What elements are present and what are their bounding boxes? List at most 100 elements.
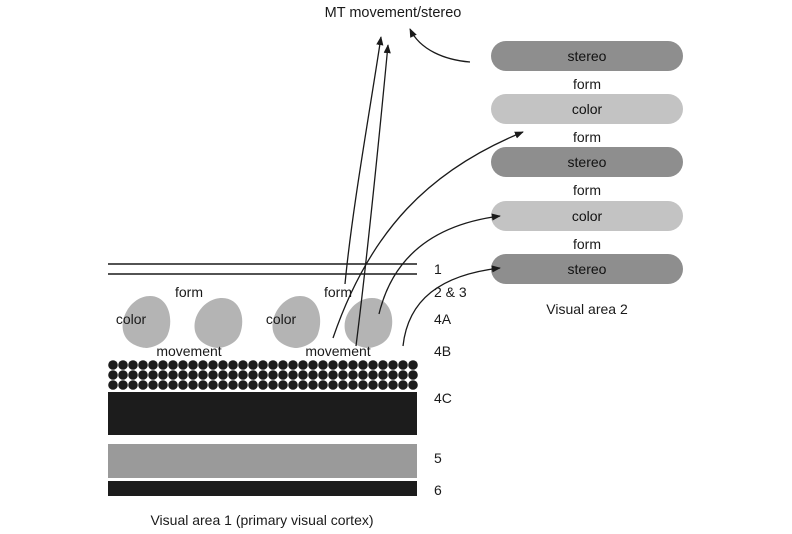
layer-4b-dot: [228, 370, 238, 380]
form-label: form: [324, 284, 352, 300]
layer-4b-dot: [388, 370, 398, 380]
layer-4b-dots: [108, 360, 418, 390]
layer-4b-dot: [348, 380, 358, 390]
layer-4b-dot: [378, 370, 388, 380]
v2-stripe-label: color: [572, 208, 603, 224]
layer-4b-dot: [258, 370, 268, 380]
projection-arrows: [333, 29, 523, 346]
layer-4b-dot: [138, 360, 148, 370]
movement-label: movement: [305, 343, 370, 359]
layer-4b-dot: [358, 370, 368, 380]
layer-4b-dot: [248, 380, 258, 390]
layer-4b-dot: [108, 360, 118, 370]
layer-label-5: 5: [434, 450, 442, 466]
layer-4b-dot: [368, 360, 378, 370]
layer-4b-dot: [368, 380, 378, 390]
layer-4b-dot: [228, 360, 238, 370]
v2-stripe-label: color: [572, 101, 603, 117]
layer-4b-dot: [198, 360, 208, 370]
v2-stripe-label: stereo: [568, 261, 607, 277]
layer-4b-dot: [188, 370, 198, 380]
layer-4b-dot: [328, 370, 338, 380]
v2-interstripe-label: form: [573, 182, 601, 198]
layer-label-4b: 4B: [434, 343, 451, 359]
layer-4b-dot: [148, 380, 158, 390]
arrow-form-to-mt: [345, 37, 381, 284]
layer-4b-dot: [258, 360, 268, 370]
layer-4b-dot: [268, 370, 278, 380]
layer-label-4c: 4C: [434, 390, 452, 406]
layer-4b-dot: [138, 380, 148, 390]
layer-4b-dot: [248, 360, 258, 370]
layer-4b-dot: [228, 380, 238, 390]
layer-4b-dot: [188, 360, 198, 370]
v2-interstripe-label: form: [573, 236, 601, 252]
layer-4b-dot: [128, 380, 138, 390]
layer-4b-dot: [388, 380, 398, 390]
color-blob: [345, 298, 393, 348]
arrow-movement-to-v2-thick: [403, 268, 500, 346]
layer-4b-dot: [408, 380, 418, 390]
layer-4b-dot: [188, 380, 198, 390]
layer-4b-dot: [218, 360, 228, 370]
layer-4b-dot: [238, 380, 248, 390]
layer-4b-dot: [178, 370, 188, 380]
v2-interstripe-label: form: [573, 129, 601, 145]
layer-4b-dot: [318, 380, 328, 390]
layer-4b-dot: [368, 370, 378, 380]
layer-4b-dot: [358, 380, 368, 390]
layer-4b-dot: [118, 370, 128, 380]
v1-title: Visual area 1 (primary visual cortex): [150, 512, 373, 528]
v2-stripe-label: stereo: [568, 48, 607, 64]
layer-4b-dot: [238, 370, 248, 380]
layer-4b-dot: [278, 380, 288, 390]
v2-interstripe-label: form: [573, 76, 601, 92]
layer-4b-dot: [128, 370, 138, 380]
layer-4b-dot: [308, 370, 318, 380]
layer-labels: 1 2 & 3 4A 4B 4C 5 6: [434, 261, 467, 498]
layer-4b-dot: [108, 370, 118, 380]
layer-4b-dot: [128, 360, 138, 370]
layer-4b-dot: [288, 380, 298, 390]
layer-4b-dot: [148, 360, 158, 370]
v2-stripes: stereo form color form stereo form color…: [491, 41, 683, 284]
layer-4b-dot: [158, 360, 168, 370]
layer-4b-dot: [108, 380, 118, 390]
layer-4b-dot: [348, 370, 358, 380]
layer-4b-dot: [348, 360, 358, 370]
layer-4b-dot: [338, 380, 348, 390]
form-label: form: [175, 284, 203, 300]
v2-stripe-label: stereo: [568, 154, 607, 170]
arrow-v2-stereo-to-mt: [410, 29, 470, 62]
layer-4b-dot: [298, 380, 308, 390]
color-label: color: [266, 311, 297, 327]
layer-4b-dot: [408, 370, 418, 380]
color-blob: [195, 298, 243, 348]
layer-4b-dot: [208, 380, 218, 390]
layer-4b-dot: [178, 380, 188, 390]
layer-4b-dot: [268, 380, 278, 390]
layer-4b-dot: [168, 370, 178, 380]
layer-4b-dot: [398, 380, 408, 390]
layer-4b-dot: [358, 360, 368, 370]
layer-1-lines: [108, 264, 417, 274]
layer-label-6: 6: [434, 482, 442, 498]
layer-4b-dot: [258, 380, 268, 390]
layer-4b-dot: [278, 360, 288, 370]
layer-4b-dot: [398, 360, 408, 370]
mt-label: MT movement/stereo: [325, 5, 462, 21]
layer-4b-dot: [158, 380, 168, 390]
layer-6-band: [108, 481, 417, 496]
layer-4b-dot: [378, 380, 388, 390]
layer-4b-dot: [198, 380, 208, 390]
layer-4b-dot: [278, 370, 288, 380]
layer-4b-dot: [208, 370, 218, 380]
layer-4b-dot: [118, 360, 128, 370]
layer-4b-dot: [288, 370, 298, 380]
color-label: color: [116, 311, 147, 327]
layer-label-4a: 4A: [434, 311, 452, 327]
layer-4b-dot: [158, 370, 168, 380]
layer-4b-dot: [328, 380, 338, 390]
layer-4b-dot: [268, 360, 278, 370]
